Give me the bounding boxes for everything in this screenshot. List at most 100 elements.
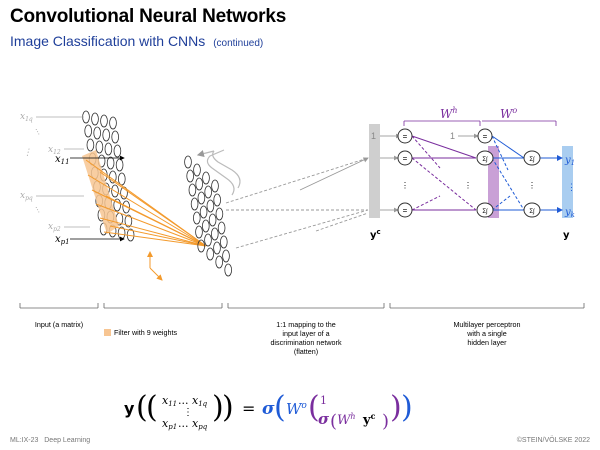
feature-cell [206,199,215,213]
feature-cell [215,207,224,221]
formula-paren-small-right: ) [382,411,389,432]
caption-filter: Filter with 9 weights [114,328,178,337]
output-layer-bar [562,146,573,218]
formula-wo: Wo [286,400,307,418]
input-cell [91,112,99,126]
filter-weight-line [103,231,207,247]
label-xp2: xp2 [48,222,61,233]
formula-paren-outer-right: ) [222,390,234,425]
filter-weight-line [87,174,207,247]
caption-mapping-line2: input layer of a [282,329,330,338]
formula-xpq: xpq [192,417,208,431]
filter-weight-line [99,217,207,247]
output-node-1 [523,150,541,166]
formula-xp1: xp1 [162,417,177,431]
feature-cell [202,171,210,185]
filter-weight-line [105,195,207,247]
vdots-left: ⋮ [23,148,32,158]
feature-cell [186,169,195,183]
formula-wh: Wh [337,412,356,428]
label-yc: yc [370,228,381,241]
input-cell [86,138,95,152]
input-cell [122,200,130,214]
input-cell [84,124,92,138]
subtitle-text: Image Classification with CNNs [10,33,206,49]
footer-left: ML:IX-23 Deep Learning [10,437,90,444]
feature-cell [213,241,221,255]
caption-input: Input (a matrix) [34,320,84,329]
output-node-k [523,202,541,218]
footer-code: ML:IX-23 [10,437,39,444]
input-node-bias [397,128,413,144]
formula-paren-inner-left: ( [146,390,158,425]
mlp-network: Wh Wo 1 1 [369,106,576,241]
input-cell [111,184,119,198]
footer-right: ©STEIN/VÖLSKE 2022 [516,437,590,444]
feature-cell [193,163,201,177]
hidden-eq-0: = [483,132,488,141]
node-eq-n: = [403,206,408,215]
formula-paren-small-left: ( [330,411,337,432]
label-yk: yk [564,207,575,219]
filter-region [82,150,119,234]
label-wh: Wh [440,106,458,121]
page-title: Convolutional Neural Networks [10,6,287,27]
node-eq-1: = [403,154,408,163]
input-cell [95,140,104,154]
label-x11: x11 [55,154,70,166]
label-y1: y1 [564,155,575,167]
input-cell [113,198,121,212]
caption-mlp: Multilayer perceptron with a single hidd… [390,320,584,347]
formula-sigma-outer: σ [262,399,275,419]
input-vdots: ⋮ [401,181,409,190]
dots-bottom: ··· [32,204,44,215]
formula-yc: yc [362,411,376,428]
input-cell [115,158,124,172]
feature-cell [193,211,201,225]
caption-mapping-line4: (flatten) [293,347,319,356]
feature-cell [217,221,226,235]
flatten-curve-arrow [196,149,241,196]
formula-paren-inner-right: ) [212,390,224,425]
hidden-vdots: ⋮ [464,181,472,190]
caption-mapping: 1:1 mapping to the input layer of a disc… [228,320,384,356]
label-x12: x12 [48,145,61,156]
node-eq-0: = [403,132,408,141]
feature-cell [195,177,204,191]
feature-cell [204,185,213,199]
feature-cell [213,193,222,207]
caption-mlp-line1: Multilayer perceptron [453,320,521,329]
input-cell [118,172,126,186]
formula-dots-top: ... [178,394,189,407]
formula-dots-bottom: ... [178,417,189,430]
formula-sigma-inner: σ [318,410,330,428]
feature-cell [224,263,233,277]
input-cell [106,156,115,170]
feature-cell [211,227,219,241]
input-leader-lines [36,116,125,242]
feature-cell [208,213,217,227]
input-cell [109,116,117,130]
orange-direction-arrows [147,251,163,281]
input-cell [124,214,133,228]
label-xp1: xp1 [55,234,70,246]
network-formula: y ( ( x11 ... x1q ⋮ xp1 ... xpq ) ) = σ … [124,390,413,432]
input-cell [111,130,119,144]
formula-equals: = [242,399,255,418]
formula-vdots: ⋮ [183,407,193,418]
formula-paren-blue-right: ) [401,390,413,425]
feature-cell [199,205,208,219]
input-layer-bar [369,124,380,218]
flatten-lines [225,157,369,249]
hidden-node-1 [476,150,494,166]
formula-paren-outer-left: ( [136,390,148,425]
formula-y: y [124,399,135,418]
feature-cell [190,197,199,211]
feature-cell [222,249,230,263]
filter-connections [85,159,207,247]
caption-mlp-line2: with a single [467,329,507,338]
bias-one-input: 1 [371,131,376,141]
input-node-1 [397,150,413,166]
caption-mapping-line3: discrimination network [270,338,342,347]
feature-cell [197,239,206,253]
